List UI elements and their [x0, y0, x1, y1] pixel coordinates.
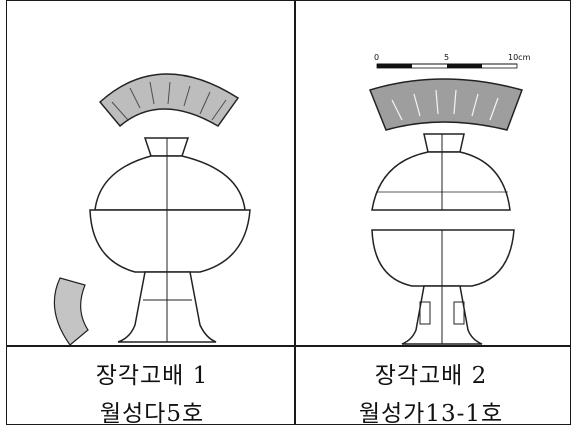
scale-tick-10cm: 10cm — [508, 53, 531, 62]
scale-tick-0: 0 — [374, 53, 379, 62]
scale-tick-5: 5 — [444, 53, 449, 62]
figure-2-site: 월성가13-1호 — [358, 401, 504, 427]
figure-2-name: 장각고배 2 — [374, 363, 488, 389]
vessel-drawing-1 — [53, 73, 251, 345]
vessel-drawing-2: 0 5 10cm — [369, 53, 531, 345]
column-divider — [294, 0, 296, 425]
caption-row-divider — [6, 345, 571, 347]
figure-table-frame — [6, 0, 571, 425]
figure-1-site: 월성다5호 — [99, 401, 205, 427]
figure-1-name: 장각고배 1 — [95, 363, 209, 389]
